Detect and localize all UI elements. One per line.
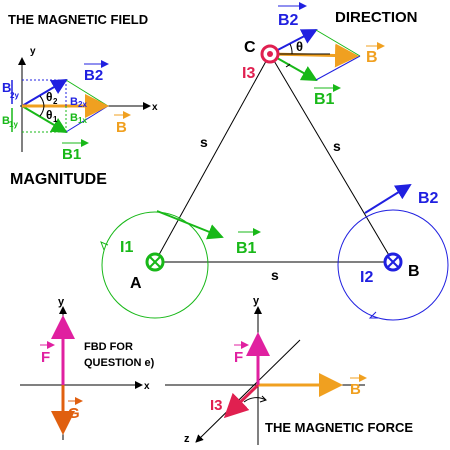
wire-a: I1 A B1 <box>100 210 261 319</box>
force-rotation-arc <box>243 397 267 403</box>
dir-parallelogram-edge <box>315 29 361 57</box>
inset-b2y-label: B <box>2 80 11 95</box>
inset-b1y-label: B <box>2 115 10 127</box>
inset-b1-label: B1 <box>62 146 81 163</box>
fbd-title-line1: FBD FOR <box>84 341 133 353</box>
point-a-label: A <box>130 275 142 292</box>
magnitude-inset: x y B 2y B 1y θ 2 θ 1 B 2x B 1x B2 B <box>2 46 158 163</box>
field-circle-i2-arrow-icon <box>368 311 378 319</box>
triangle-side-cb <box>269 53 394 263</box>
force-z-axis <box>195 339 301 443</box>
fbd-x-label: x <box>144 381 150 392</box>
point-c-label: C <box>244 39 256 56</box>
title-direction: DIRECTION <box>335 9 418 26</box>
force-f-label: F <box>234 349 243 366</box>
wire-i2-cross <box>387 256 399 268</box>
dir-b-label: B <box>366 49 378 66</box>
wire-i1-label: I1 <box>120 239 133 256</box>
title-magnetic-field: THE MAGNETIC FIELD <box>8 12 148 27</box>
force-y-label: y <box>253 295 260 307</box>
wire-c: θ C I3 B2 B B1 <box>242 2 385 108</box>
magnetic-force-diagram: y z F B I3 <box>165 295 367 445</box>
point-b-label: B <box>408 263 420 280</box>
field-circle-i1-arrow-icon <box>100 241 109 251</box>
inset-y-label: y <box>30 46 36 57</box>
title-magnetic-force: THE MAGNETIC FORCE <box>265 420 413 435</box>
force-rotation-arrow-icon <box>259 395 267 403</box>
fbd-title-line2: QUESTION e) <box>84 357 155 369</box>
dir-b2-label: B2 <box>278 12 299 29</box>
inset-theta1-arc <box>39 105 45 117</box>
inset-theta2-sub: 2 <box>53 97 58 106</box>
force-z-label: z <box>184 433 190 445</box>
b2-field-label: B2 <box>418 190 439 207</box>
wire-i1-cross <box>149 256 161 268</box>
field-circle-i2 <box>337 209 449 321</box>
dir-parallelogram-edge <box>315 55 361 81</box>
wire-i3-dot <box>267 51 273 57</box>
b2-field-vector <box>364 183 412 214</box>
inset-b2-label: B2 <box>84 67 103 84</box>
inset-theta2-arc <box>39 95 45 107</box>
b1-field-label: B1 <box>236 240 257 257</box>
inset-theta2-label: θ <box>46 90 53 104</box>
dir-b1-label: B1 <box>314 91 335 108</box>
force-i3-vector <box>223 383 260 419</box>
b1-field-vector <box>156 210 224 240</box>
title-magnitude: MAGNITUDE <box>10 171 107 188</box>
dir-theta-label: θ <box>296 39 303 54</box>
inset-b2-vector <box>21 78 68 107</box>
triangle-side-ac <box>154 53 271 263</box>
field-circle-i1 <box>101 211 209 319</box>
side-label-s-right: s <box>333 138 341 154</box>
inset-x-label: x <box>152 102 158 113</box>
force-b-label: B <box>350 381 361 398</box>
wire-i2-label: I2 <box>360 269 373 286</box>
inset-b1y-sub: 1y <box>9 120 18 129</box>
wire-i3-label: I3 <box>242 65 255 82</box>
inset-theta1-label: θ <box>46 108 53 122</box>
fbd-diagram: x y F G <box>20 296 150 440</box>
inset-b2x-sub: 2x <box>78 100 87 109</box>
fbd-g-label: G <box>68 405 80 422</box>
side-label-s-left: s <box>200 134 208 150</box>
inset-b2x-label: B <box>70 96 78 108</box>
fbd-y-label: y <box>58 296 65 308</box>
force-i3-label: I3 <box>210 397 223 414</box>
dir-theta-arc-lower <box>285 63 291 68</box>
inset-b1x-sub: 1x <box>78 116 87 125</box>
inset-b1-vector <box>21 105 68 134</box>
side-label-s-bottom: s <box>271 267 279 283</box>
inset-theta1-sub: 1 <box>53 115 58 124</box>
dir-theta-arc <box>289 43 293 55</box>
wire-triangle: s s s <box>154 53 394 283</box>
inset-b2y-sub: 2y <box>10 91 19 100</box>
inset-b1x-label: B <box>70 112 78 124</box>
fbd-f-label: F <box>41 349 50 366</box>
inset-b-label: B <box>116 119 127 136</box>
wire-b: I2 B B2 <box>337 183 449 321</box>
